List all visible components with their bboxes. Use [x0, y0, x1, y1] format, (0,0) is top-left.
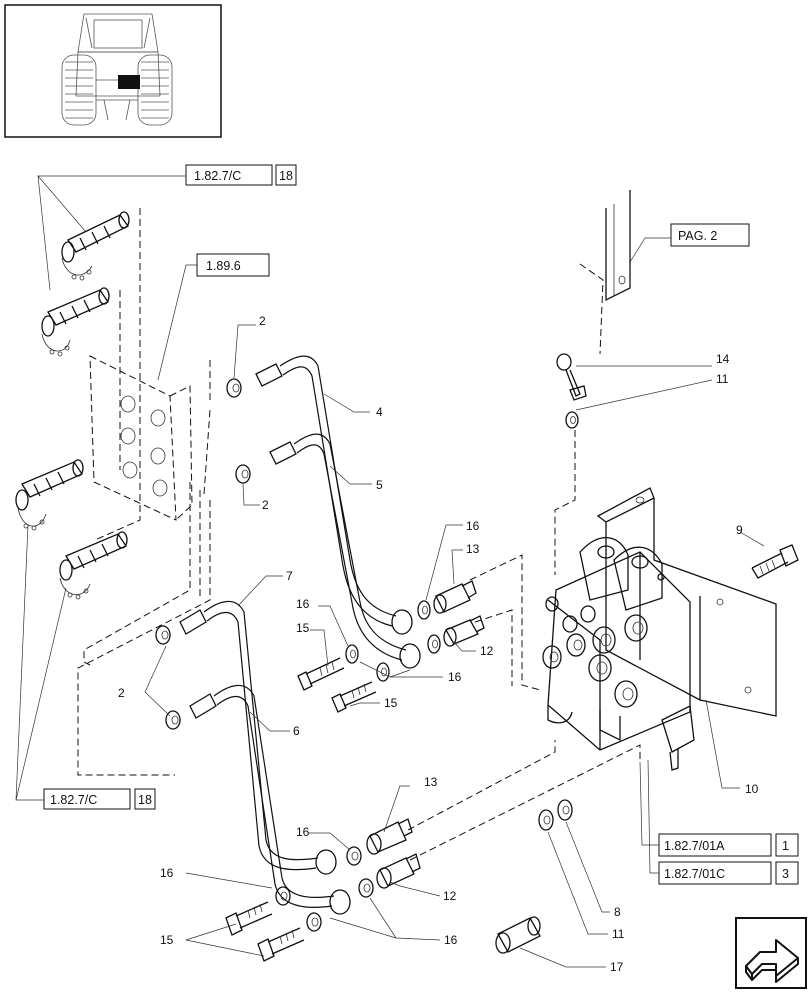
- callout-17: 17: [610, 960, 624, 974]
- callout-12: 12: [480, 644, 494, 658]
- ref-box-01c[interactable]: 1.82.7/01C 3: [658, 861, 799, 885]
- callout-15: 15: [384, 696, 398, 710]
- callout-16: 16: [296, 825, 310, 839]
- hose-4: [255, 355, 413, 635]
- washer-2-lower-b: [165, 710, 181, 730]
- svg-text:1.82.7/C: 1.82.7/C: [194, 169, 241, 183]
- washer-16-upper-b: [427, 634, 441, 654]
- svg-text:1: 1: [782, 839, 789, 853]
- svg-text:1.89.6: 1.89.6: [206, 259, 241, 273]
- callout-16: 16: [448, 670, 462, 684]
- reference-leaders: [15, 175, 671, 874]
- quick-coupler-3: [15, 459, 84, 531]
- next-page-arrow-icon[interactable]: [735, 917, 807, 989]
- washer-16-lower-b: [358, 878, 374, 898]
- coupler-mounting-plate: [89, 355, 193, 521]
- hose-6: [189, 684, 351, 915]
- callout-16: 16: [466, 519, 480, 533]
- adapter-13-upper: [433, 580, 477, 614]
- washer-2-top: [226, 378, 242, 398]
- callout-2: 2: [118, 686, 125, 700]
- quick-coupler-1: [61, 211, 130, 281]
- highlighted-area: [118, 75, 140, 89]
- ref-box-plate[interactable]: 1.89.6: [196, 253, 270, 277]
- quick-coupler-4: [59, 531, 128, 600]
- callout-2: 2: [259, 314, 266, 328]
- callout-2: 2: [262, 498, 269, 512]
- control-valve-block: [542, 487, 777, 771]
- callout-16: 16: [296, 597, 310, 611]
- bolt-15-upper-a: [297, 657, 345, 691]
- callout-16: 16: [160, 866, 174, 880]
- support-bracket-upper: [605, 190, 631, 302]
- adapter-17: [495, 916, 541, 954]
- callout-14: 14: [716, 352, 730, 366]
- washer-16-upper-c: [345, 644, 359, 664]
- assembly-dashes: [77, 208, 641, 861]
- callout-numbers: 2 2 2 4 5 7 6 14 11 16 13 16 15 12 16 15…: [118, 314, 759, 974]
- callout-13: 13: [466, 542, 480, 556]
- svg-text:PAG. 2: PAG. 2: [678, 229, 717, 243]
- washer-11-lower: [557, 799, 573, 821]
- callout-10: 10: [745, 782, 759, 796]
- callout-8: 8: [614, 905, 621, 919]
- callout-15: 15: [160, 933, 174, 947]
- banjo-fitting-14: [556, 353, 587, 401]
- svg-text:18: 18: [279, 169, 293, 183]
- adapter-12-lower: [376, 853, 421, 889]
- washer-8: [538, 809, 554, 831]
- callout-4: 4: [376, 405, 383, 419]
- washer-16-lower-a: [346, 846, 362, 866]
- svg-text:1.82.7/01A: 1.82.7/01A: [664, 839, 725, 853]
- svg-text:1.82.7/01C: 1.82.7/01C: [664, 867, 725, 881]
- ref-box-top[interactable]: 1.82.7/C 18: [185, 164, 297, 186]
- callout-15: 15: [296, 621, 310, 635]
- hose-5: [269, 433, 421, 669]
- callout-6: 6: [293, 724, 300, 738]
- washer-2-lower-a: [155, 625, 171, 645]
- washer-11-upper: [565, 411, 579, 429]
- washer-16-lower-d: [306, 912, 322, 932]
- ref-box-bottom-left[interactable]: 1.82.7/C 18: [43, 788, 156, 810]
- callout-11: 11: [716, 372, 729, 386]
- washer-16-lower-c: [275, 886, 291, 906]
- washer-16-upper-d: [376, 662, 390, 682]
- bolt-15-lower-a: [225, 901, 273, 936]
- quick-coupler-2: [41, 287, 110, 357]
- callout-leaders: [144, 324, 765, 968]
- ref-box-pag[interactable]: PAG. 2: [670, 223, 750, 247]
- bolt-15-lower-b: [257, 927, 305, 962]
- hose-7: [179, 600, 337, 875]
- bolt-15-upper-b: [331, 681, 377, 713]
- callout-12: 12: [443, 889, 457, 903]
- callout-5: 5: [376, 478, 383, 492]
- tractor-thumbnail: [4, 4, 222, 138]
- svg-text:18: 18: [138, 793, 152, 807]
- svg-text:3: 3: [782, 867, 789, 881]
- adapter-13-lower: [366, 818, 413, 855]
- adapter-12-upper: [443, 615, 485, 647]
- bolt-9: [751, 544, 799, 579]
- callout-9: 9: [736, 523, 743, 537]
- washer-2-middle: [235, 464, 251, 484]
- callout-16: 16: [444, 933, 458, 947]
- callout-7: 7: [286, 569, 293, 583]
- washer-16-upper-a: [417, 600, 431, 620]
- svg-text:1.82.7/C: 1.82.7/C: [50, 793, 97, 807]
- ref-box-01a[interactable]: 1.82.7/01A 1: [658, 833, 799, 857]
- callout-11: 11: [612, 927, 625, 941]
- callout-13: 13: [424, 775, 438, 789]
